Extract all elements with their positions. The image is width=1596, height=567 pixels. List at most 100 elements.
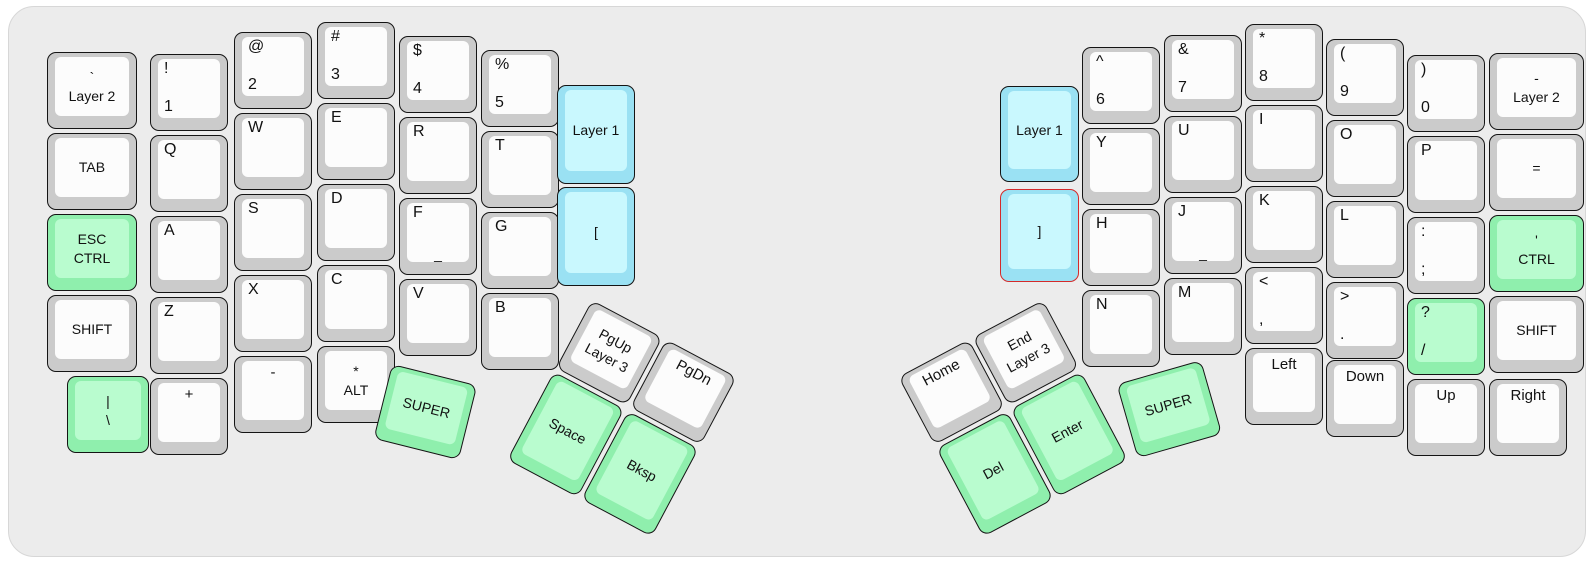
keycap-top: N xyxy=(1090,295,1152,354)
key-legend: ( xyxy=(1340,45,1346,62)
keycap-top: Down xyxy=(1334,365,1396,424)
key-7[interactable]: &7 xyxy=(1164,35,1242,112)
key-legend: 9 xyxy=(1340,82,1349,100)
key-slash[interactable]: ?/ xyxy=(1407,298,1485,375)
keycap-top: <, xyxy=(1253,272,1315,331)
key-r[interactable]: R xyxy=(399,117,477,194)
key-5[interactable]: %5 xyxy=(481,50,559,127)
keycap-top: G xyxy=(489,217,551,276)
key-equals[interactable]: = xyxy=(1489,134,1584,211)
key-d[interactable]: D xyxy=(317,184,395,261)
keycap-top: SUPER xyxy=(384,370,469,446)
key-legend: SHIFT xyxy=(1516,322,1557,339)
key-legend-block: ] xyxy=(1008,194,1071,269)
key-6[interactable]: ^6 xyxy=(1082,47,1160,124)
key-legend: 7 xyxy=(1178,78,1187,96)
key-comma[interactable]: <, xyxy=(1245,267,1323,344)
key-legend: Space xyxy=(546,414,590,448)
key-a[interactable]: A xyxy=(150,216,228,293)
key-layer2-right[interactable]: -Layer 2 xyxy=(1489,53,1584,130)
key-lbracket[interactable]: [ xyxy=(557,187,635,286)
key-e[interactable]: E xyxy=(317,103,395,180)
key-layer1-left[interactable]: Layer 1 xyxy=(557,85,635,184)
key-1[interactable]: !1 xyxy=(150,54,228,131)
keycap-top: ^6 xyxy=(1090,52,1152,111)
key-quote-ctrl[interactable]: 'CTRL xyxy=(1489,215,1584,292)
key-down-arrow[interactable]: Down xyxy=(1326,360,1404,437)
key-left-arrow[interactable]: Left xyxy=(1245,348,1323,425)
keycap-top: [ xyxy=(565,192,627,273)
key-w[interactable]: W xyxy=(234,113,312,190)
key-v[interactable]: V xyxy=(399,279,477,356)
key-legend: B xyxy=(495,299,506,316)
key-layer1-right[interactable]: Layer 1 xyxy=(1000,86,1079,182)
key-i[interactable]: I xyxy=(1245,105,1323,182)
key-h[interactable]: H xyxy=(1082,209,1160,286)
key-legend: ; xyxy=(1421,260,1426,278)
key-f[interactable]: F_ xyxy=(399,198,477,275)
key-k[interactable]: K xyxy=(1245,186,1323,263)
key-legend: Layer 2 xyxy=(1513,88,1560,105)
key-3[interactable]: #3 xyxy=(317,22,395,99)
key-9[interactable]: (9 xyxy=(1326,39,1404,116)
key-legend: SUPER xyxy=(401,394,452,422)
key-s[interactable]: S xyxy=(234,194,312,271)
keycap-top: Left xyxy=(1253,353,1315,412)
key-legend-block: SHIFT xyxy=(1497,301,1576,360)
key-rbracket[interactable]: ] xyxy=(1000,189,1079,282)
key-j[interactable]: J_ xyxy=(1164,197,1242,274)
key-legend: ' xyxy=(1535,232,1538,249)
key-q[interactable]: Q xyxy=(150,135,228,212)
key-tab[interactable]: TAB xyxy=(47,133,137,210)
key-right-arrow[interactable]: Right xyxy=(1489,379,1567,456)
key-b[interactable]: B xyxy=(481,293,559,370)
key-legend: # xyxy=(331,28,340,45)
key-o[interactable]: O xyxy=(1326,120,1404,197)
key-z[interactable]: Z xyxy=(150,297,228,374)
key-semicolon[interactable]: :; xyxy=(1407,217,1485,294)
key-minus[interactable]: - xyxy=(234,356,312,433)
keycap-top: #3 xyxy=(325,27,387,86)
key-legend: 8 xyxy=(1259,67,1268,85)
key-up-arrow[interactable]: Up xyxy=(1407,379,1485,456)
key-period[interactable]: >. xyxy=(1326,282,1404,359)
keycap-top: ] xyxy=(1008,194,1071,269)
key-t[interactable]: T xyxy=(481,131,559,208)
key-legend: 0 xyxy=(1421,98,1430,116)
keycap-top: SHIFT xyxy=(1497,301,1576,360)
key-legend: / xyxy=(1421,341,1426,359)
key-m[interactable]: M xyxy=(1164,278,1242,355)
key-shift-left[interactable]: SHIFT xyxy=(47,295,137,372)
key-pipe-backslash[interactable]: |\ xyxy=(67,376,149,453)
key-layer2-left[interactable]: `Layer 2 xyxy=(47,52,137,129)
keycap-top: E xyxy=(325,108,387,167)
key-0[interactable]: )0 xyxy=(1407,55,1485,132)
key-p[interactable]: P xyxy=(1407,136,1485,213)
key-legend: Layer 2 xyxy=(68,87,116,104)
key-y[interactable]: Y xyxy=(1082,128,1160,205)
key-legend: P xyxy=(1421,142,1432,159)
key-2[interactable]: @2 xyxy=(234,32,312,109)
keycap-top: @2 xyxy=(242,37,304,96)
key-plus[interactable]: + xyxy=(150,378,228,455)
key-shift-right[interactable]: SHIFT xyxy=(1489,296,1584,373)
keycap-top: SUPER xyxy=(1125,367,1211,444)
key-legend: Left xyxy=(1271,356,1297,373)
key-legend-block: |\ xyxy=(75,381,141,440)
key-n[interactable]: N xyxy=(1082,290,1160,367)
key-8[interactable]: *8 xyxy=(1245,24,1323,101)
key-legend: D xyxy=(331,190,343,207)
key-x[interactable]: X xyxy=(234,275,312,352)
key-super-right[interactable]: SUPER xyxy=(1116,360,1223,459)
key-legend-block: -Layer 2 xyxy=(1497,58,1576,117)
key-c[interactable]: C xyxy=(317,265,395,342)
key-g[interactable]: G xyxy=(481,212,559,289)
key-4[interactable]: $4 xyxy=(399,36,477,113)
key-u[interactable]: U xyxy=(1164,116,1242,193)
key-l[interactable]: L xyxy=(1326,201,1404,278)
key-super-left[interactable]: SUPER xyxy=(373,364,478,461)
keycap-top: -Layer 2 xyxy=(1497,58,1576,117)
